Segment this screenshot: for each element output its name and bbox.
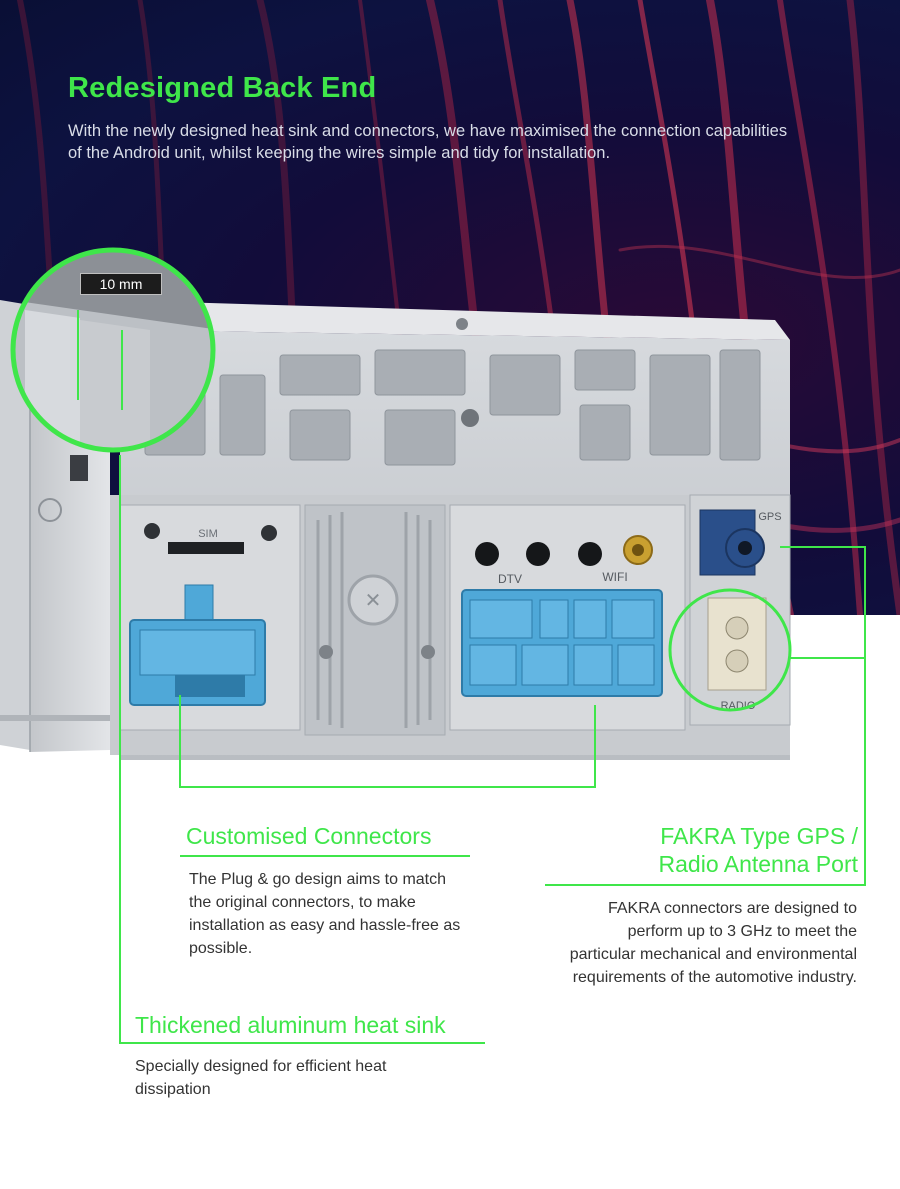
heatsink-description: Specially designed for efficient heat di… xyxy=(135,1058,387,1098)
fakra-title-line1: FAKRA Type GPS / xyxy=(660,823,858,849)
heat-vents xyxy=(144,349,761,466)
heatsink-fins xyxy=(316,512,432,728)
page-title: Redesigned Back End xyxy=(68,72,377,104)
dtv-label: DTV xyxy=(498,572,522,586)
intro-text: With the newly designed heat sink and co… xyxy=(68,122,788,162)
logo-mark: ✕ xyxy=(365,590,382,612)
callout-lines xyxy=(119,455,866,1044)
screw xyxy=(319,645,333,659)
mount-hole xyxy=(461,409,479,427)
antenna-ports: DTV WIFI xyxy=(475,535,653,586)
screw xyxy=(421,645,435,659)
fakra-description: FAKRA connectors are designed to perform… xyxy=(569,900,857,986)
gps-label: GPS xyxy=(758,511,781,523)
sim-label: SIM xyxy=(198,528,218,540)
connectors-title: Customised Connectors xyxy=(186,823,432,849)
screw xyxy=(456,318,468,330)
main-connector xyxy=(129,584,266,706)
logo-emblem xyxy=(347,574,399,626)
harness-connectors xyxy=(461,589,663,697)
zoom-callout xyxy=(10,247,216,453)
heatsink-title: Thickened aluminum heat sink xyxy=(135,1012,446,1038)
sim-slot: SIM xyxy=(144,523,277,554)
wifi-label: WIFI xyxy=(602,570,627,584)
measurement-label: 10 mm xyxy=(80,273,162,295)
fakra-title-line2: Radio Antenna Port xyxy=(658,851,858,877)
connectors-description: The Plug & go design aims to match the o… xyxy=(189,871,461,957)
